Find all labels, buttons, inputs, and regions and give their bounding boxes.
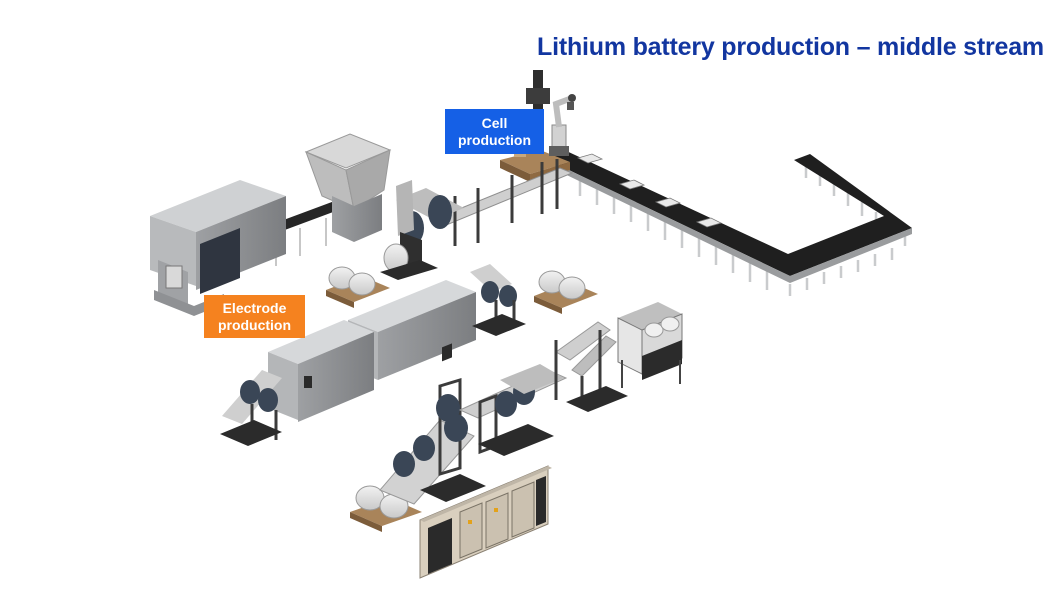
cell-production-label-line1: Cell (481, 114, 508, 131)
cell-production-label-line2: production (457, 131, 532, 148)
pallet-with-rolls (326, 266, 390, 308)
robot-arm (549, 94, 576, 156)
mixer-machine (150, 133, 392, 316)
page-title: Lithium battery production – middle stre… (537, 33, 1044, 61)
calender-slitting-line (379, 321, 628, 505)
cell-production-label: Cell production (445, 109, 544, 154)
electrode-production-label-line1: Electrode (222, 299, 287, 316)
conveyor-belt-main (548, 148, 912, 296)
electrode-production-label: Electrode production (204, 295, 305, 338)
pallet-with-rolls (350, 485, 422, 532)
coating-oven (220, 264, 526, 446)
enclosed-machine (617, 302, 683, 388)
pallet-with-rolls (534, 270, 598, 314)
winding-line-top (380, 159, 574, 280)
control-cabinet (419, 343, 552, 579)
electrode-production-label-line2: production (217, 316, 292, 333)
